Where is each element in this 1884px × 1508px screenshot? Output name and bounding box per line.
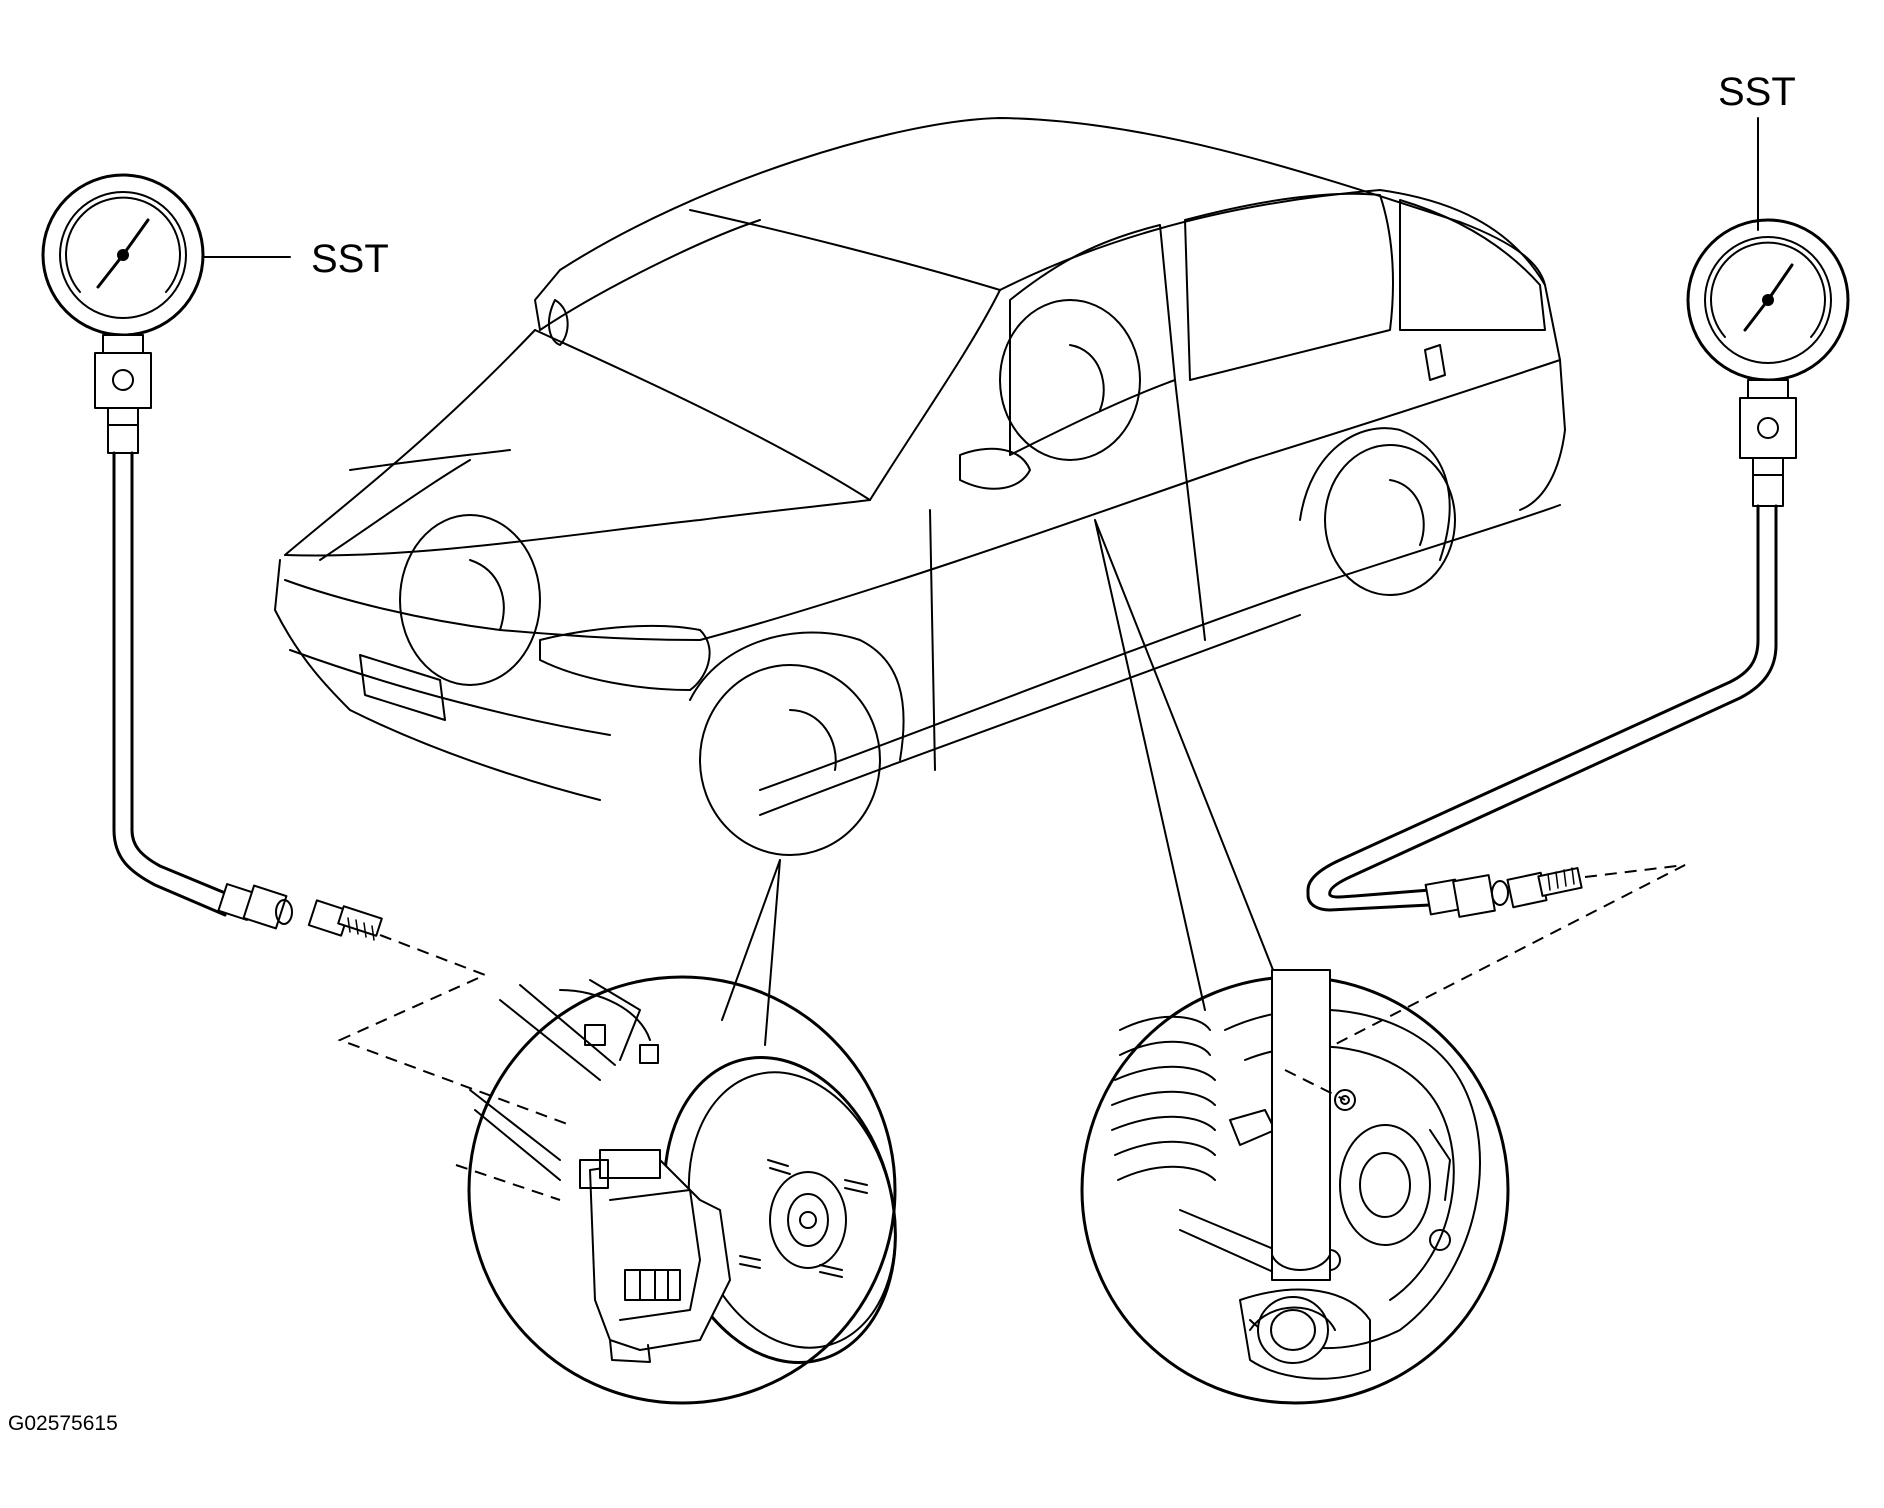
left-hose-fitting-icon: [217, 883, 293, 930]
sedan-car-icon: [274, 117, 1566, 856]
figure-code: G02575615: [8, 1412, 118, 1435]
front-callout-line: [721, 859, 781, 1046]
left-brake-hose-icon: [112, 451, 232, 917]
left-gauge-fitting-icon: [94, 334, 152, 454]
left-sst-label: SST: [311, 237, 389, 281]
front-disc-brake-icon: [467, 975, 897, 1405]
right-to-rear-cylinder-guide: [1284, 1069, 1346, 1101]
rear-callout-line: [1094, 519, 1276, 1011]
left-to-front-caliper-guide: [455, 1164, 561, 1201]
left-bleeder-plug-icon: [307, 899, 383, 941]
right-dashed-guide: [1284, 864, 1686, 1071]
rear-drum-brake-icon: [1080, 969, 1510, 1405]
left-pressure-gauge-icon: [41, 173, 291, 337]
right-hose-fitting-icon: [1424, 874, 1509, 918]
right-sst-label: SST: [1718, 70, 1796, 114]
right-bleeder-plug-icon: [1506, 867, 1583, 909]
left-dashed-guide: [337, 934, 571, 1126]
right-gauge-fitting-icon: [1739, 379, 1797, 507]
right-brake-hose-icon: [1306, 504, 1778, 912]
right-pressure-gauge-icon: [1686, 117, 1850, 382]
